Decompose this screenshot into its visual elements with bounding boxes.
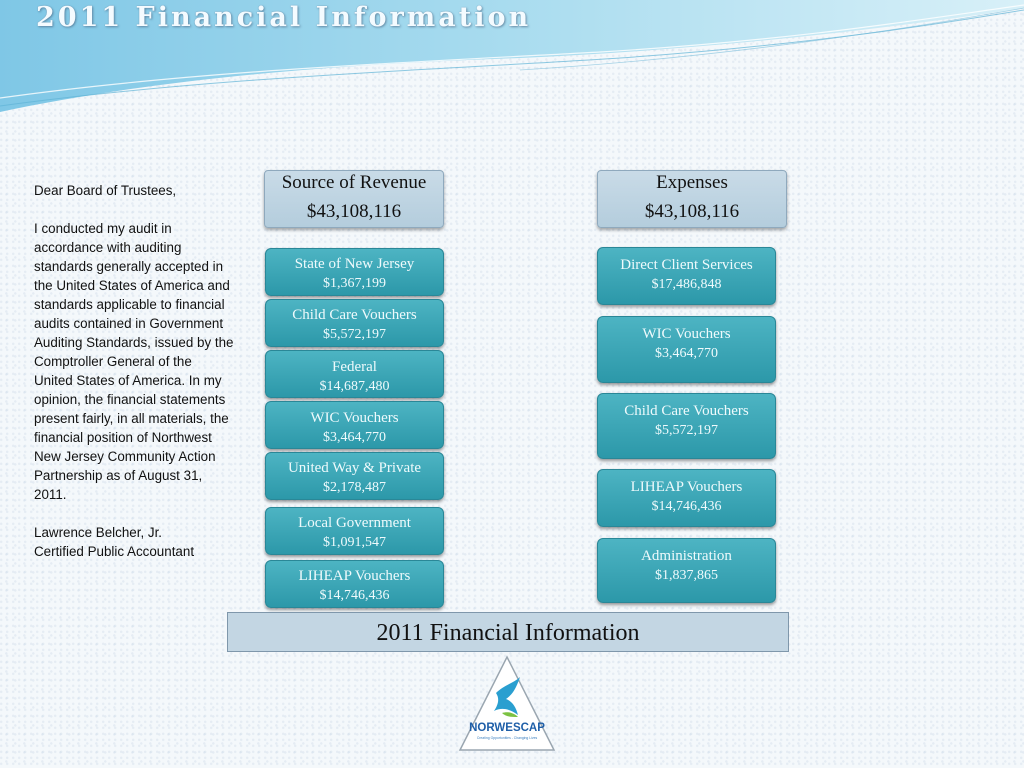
revenue-total: $43,108,116	[306, 201, 402, 222]
logo-tagline: Creating Opportunities - Changing Lives	[477, 736, 538, 740]
revenue-item-amount: $5,572,197	[323, 327, 386, 342]
expense-item-amount: $1,837,865	[655, 568, 718, 583]
header-wave-graphic	[0, 0, 1024, 112]
slide-title: 2011 Financial Information	[36, 2, 532, 33]
expense-item-label: LIHEAP Vouchers	[630, 479, 743, 495]
letter-spacer	[34, 200, 234, 219]
expense-item-label: Administration	[641, 548, 732, 564]
expense-item-amount: $17,486,848	[651, 277, 722, 292]
letter-salutation: Dear Board of Trustees,	[34, 183, 177, 198]
expense-item-label: Child Care Vouchers	[624, 403, 749, 419]
revenue-item-label: State of New Jersey	[294, 256, 415, 272]
expense-item: Administration $1,837,865	[597, 538, 776, 603]
logo-wordmark: NORWESCAP	[469, 722, 545, 734]
expense-item: Direct Client Services $17,486,848	[597, 247, 776, 305]
revenue-item-label: LIHEAP Vouchers	[298, 568, 411, 584]
expense-item: LIHEAP Vouchers $14,746,436	[597, 469, 776, 527]
revenue-item: Federal $14,687,480	[265, 350, 444, 398]
bottom-title-bar: 2011 Financial Information	[227, 612, 789, 652]
expenses-header-label: Expenses	[656, 172, 728, 193]
revenue-header-box: Source of Revenue $43,108,116	[264, 170, 444, 228]
expense-item: Child Care Vouchers $5,572,197	[597, 393, 776, 459]
revenue-item: LIHEAP Vouchers $14,746,436	[265, 560, 444, 608]
revenue-item: State of New Jersey $1,367,199	[265, 248, 444, 296]
expenses-header-box: Expenses $43,108,116	[597, 170, 787, 228]
revenue-item-label: Local Government	[298, 515, 411, 531]
revenue-item-label: WIC Vouchers	[310, 410, 399, 426]
revenue-item: WIC Vouchers $3,464,770	[265, 401, 444, 449]
expense-item-amount: $3,464,770	[655, 346, 718, 361]
expense-item: WIC Vouchers $3,464,770	[597, 316, 776, 383]
revenue-item-amount: $2,178,487	[323, 480, 386, 495]
expenses-total: $43,108,116	[644, 201, 740, 222]
revenue-item-label: Child Care Vouchers	[292, 307, 417, 323]
revenue-item-label: United Way & Private	[287, 460, 422, 476]
revenue-item: Child Care Vouchers $5,572,197	[265, 299, 444, 347]
letter-body: I conducted my audit in accordance with …	[34, 221, 234, 502]
revenue-header-label: Source of Revenue	[281, 172, 427, 193]
letter-signer-title: Certified Public Accountant	[34, 544, 195, 559]
revenue-item-amount: $3,464,770	[323, 430, 386, 445]
expense-item-label: WIC Vouchers	[642, 326, 731, 342]
expense-item-amount: $5,572,197	[655, 423, 718, 438]
revenue-item-label: Federal	[332, 359, 377, 375]
revenue-item-amount: $1,367,199	[323, 276, 386, 291]
revenue-item-amount: $14,687,480	[319, 379, 390, 394]
norwescap-logo: NORWESCAP Creating Opportunities - Chang…	[458, 655, 556, 751]
letter-signer-name: Lawrence Belcher, Jr.	[34, 525, 163, 540]
revenue-item: United Way & Private $2,178,487	[265, 452, 444, 500]
revenue-item-amount: $1,091,547	[323, 535, 386, 550]
expense-item-label: Direct Client Services	[620, 257, 753, 273]
auditor-letter: Dear Board of Trustees, I conducted my a…	[34, 181, 234, 561]
revenue-item-amount: $14,746,436	[319, 588, 390, 603]
expense-item-amount: $14,746,436	[651, 499, 722, 514]
revenue-item: Local Government $1,091,547	[265, 507, 444, 555]
letter-spacer	[34, 504, 234, 523]
